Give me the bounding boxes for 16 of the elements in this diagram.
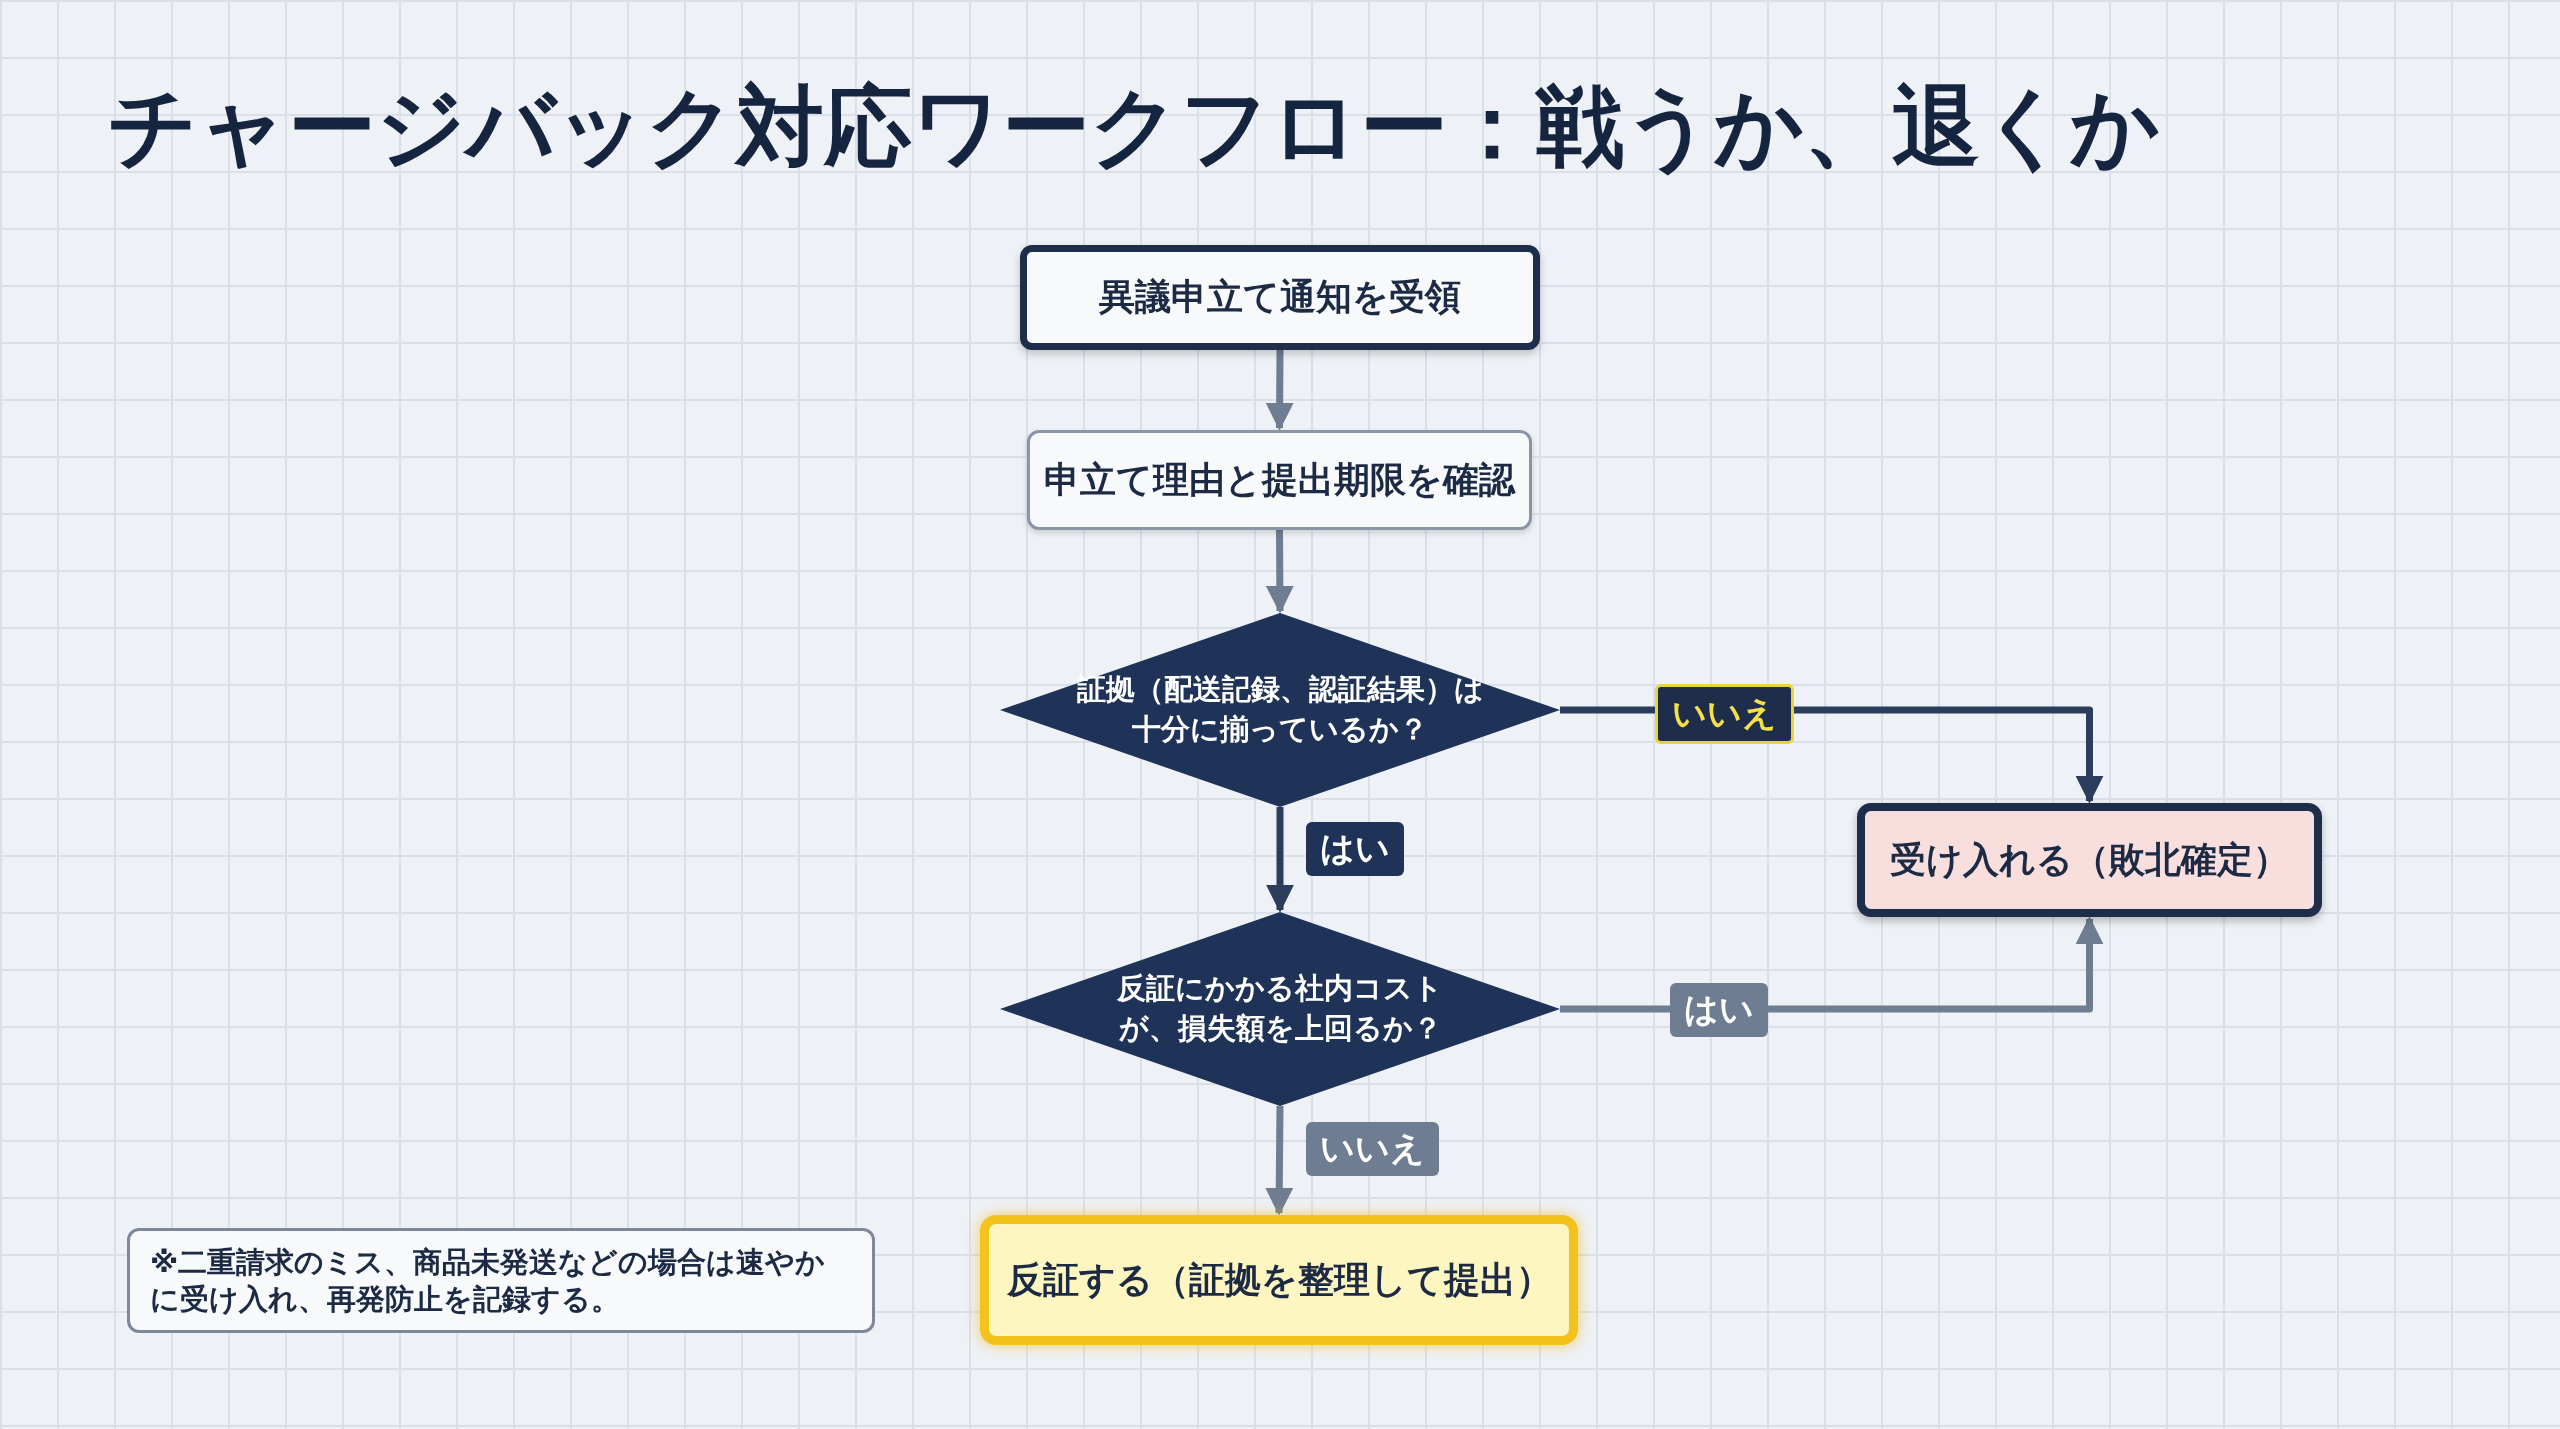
process-box: 異議申立て通知を受領 [1020, 245, 1540, 350]
edge-label: はい [1670, 983, 1768, 1037]
result-box: 受け入れる（敗北確定） [1857, 803, 2322, 917]
edge-label: はい [1306, 822, 1404, 876]
edge-label: いいえ [1306, 1122, 1439, 1176]
note-box: ※二重請求のミス、商品未発送などの場合は速やかに受け入れ、再発防止を記録する。 [127, 1228, 875, 1333]
arrow [1266, 807, 1294, 913]
result-box: 反証する（証拠を整理して提出） [980, 1215, 1578, 1345]
arrow [1265, 349, 1294, 431]
arrow [1265, 1105, 1294, 1216]
decision-diamond: 証拠（配送記録、認証結果）は十分に揃っているか？ [1000, 613, 1560, 807]
arrow [1265, 529, 1294, 614]
process-box: 申立て理由と提出期限を確認 [1027, 430, 1532, 530]
decision-diamond: 反証にかかる社内コストが、損失額を上回るか？ [1000, 912, 1560, 1106]
title: チャージバック対応ワークフロー：戦うか、退くか [108, 74, 2160, 180]
edge-label: いいえ [1655, 684, 1794, 744]
